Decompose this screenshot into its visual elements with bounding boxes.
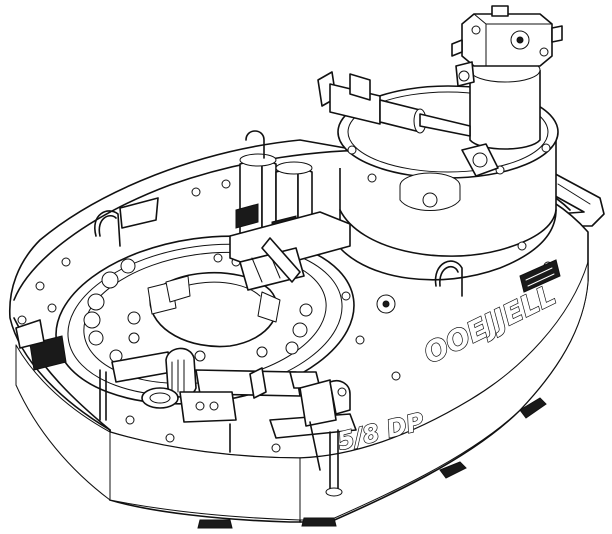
front-latch: [269, 379, 357, 497]
control-valves: [229, 130, 351, 291]
hydraulic-motor: [451, 5, 563, 150]
brand-badge-icon: [519, 259, 561, 293]
backup-cylinder: [99, 347, 321, 453]
lifting-handles: [94, 197, 463, 297]
left-knob: [15, 319, 67, 371]
shift-cylinder: [317, 71, 499, 177]
